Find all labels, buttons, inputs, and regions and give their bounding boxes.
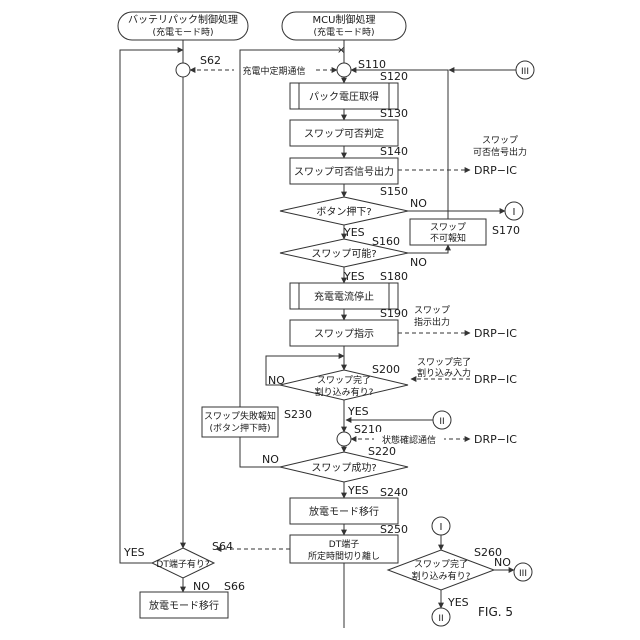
battery-process-header: バッテリパック制御処理 (充電モード時)	[118, 12, 248, 40]
s200-text-2: 割り込み有り?	[315, 386, 374, 398]
s240-label: S240	[380, 486, 408, 499]
figure-label: FIG. 5	[478, 605, 513, 619]
s130-label: S130	[380, 107, 408, 120]
charge-comm-text: 充電中定期通信	[242, 65, 305, 77]
s220-no-label: NO	[262, 453, 279, 466]
swap-complete-input-2: 割り込み入力	[417, 367, 471, 379]
s200-label: S200	[372, 363, 400, 376]
connector-ii-left-text: II	[439, 417, 444, 427]
s66-text: 放電モード移行	[149, 599, 219, 612]
drp-ic-2: DRP−IC	[474, 327, 517, 340]
s160-no-line	[408, 245, 448, 253]
s64-decision-text: DT端子有り?	[156, 558, 209, 570]
s120-text: パック電圧取得	[309, 91, 379, 103]
s210-junction	[337, 432, 351, 446]
s240-text: 放電モード移行	[309, 505, 379, 518]
s250-text-1: DT端子	[329, 538, 359, 550]
s250-text-2: 所定時間切り離し	[308, 550, 380, 562]
swap-instruction-text-1: スワップ	[414, 305, 450, 316]
connector-ii-bottom-text: II	[438, 614, 443, 624]
s64-label: S64	[212, 540, 233, 553]
s62-junction	[176, 63, 190, 77]
s62-label: S62	[200, 54, 221, 67]
s150-label: S150	[380, 185, 408, 198]
s190-text: スワップ指示	[314, 327, 374, 340]
s110-junction	[337, 63, 351, 77]
s64-yes-label: YES	[123, 546, 145, 559]
s230-label: S230	[284, 408, 312, 421]
battery-loop-line	[120, 50, 183, 563]
swap-signal-text-2: 可否信号出力	[473, 146, 527, 158]
s160-text: スワップ可能?	[311, 247, 376, 260]
drp-ic-1: DRP−IC	[474, 164, 517, 177]
s150-yes-label: YES	[343, 226, 365, 239]
s120-label: S120	[380, 70, 408, 83]
mcu-process-header: MCU制御処理 (充電モード時)	[282, 12, 406, 40]
mcu-process-title: MCU制御処理	[313, 13, 376, 26]
connector-iii-bottom-text: III	[519, 569, 527, 579]
s150-no-label: NO	[410, 197, 427, 210]
s230-text-2: (ボタン押下時)	[209, 422, 270, 434]
drp-ic-4: DRP−IC	[474, 433, 517, 446]
connector-i-bottom-text: I	[440, 522, 443, 533]
s190-label: S190	[380, 307, 408, 320]
s140-label: S140	[380, 145, 408, 158]
battery-process-title: バッテリパック制御処理	[128, 13, 238, 26]
s260-text-2: 割り込み有り?	[412, 570, 471, 582]
s200-no-label: NO	[268, 374, 285, 387]
s250-label: S250	[380, 523, 408, 536]
swap-signal-text-1: スワップ	[482, 135, 518, 146]
s170-text-1: スワップ	[430, 222, 466, 233]
s200-text-1: スワップ完了	[317, 374, 371, 386]
swap-instruction-text-2: 指示出力	[414, 316, 450, 328]
s220-yes-label: YES	[347, 484, 369, 497]
s66-label: S66	[224, 580, 245, 593]
s170-label: S170	[492, 224, 520, 237]
connector-i-top-text: I	[513, 207, 516, 218]
connector-iii-top-text: III	[521, 67, 529, 77]
s220-label: S220	[368, 445, 396, 458]
drp-ic-3: DRP−IC	[474, 373, 517, 386]
s220-text: スワップ成功?	[311, 462, 376, 474]
s260-yes-label: YES	[447, 596, 469, 609]
s180-label: S180	[380, 270, 408, 283]
s260-text-1: スワップ完了	[414, 558, 468, 570]
s130-text: スワップ可否判定	[304, 127, 384, 140]
s150-text: ボタン押下?	[316, 205, 371, 218]
s180-text: 充電電流停止	[314, 290, 374, 303]
battery-process-subtitle: (充電モード時)	[152, 26, 213, 38]
s140-text: スワップ可否信号出力	[294, 165, 394, 178]
s260-no-label: NO	[494, 556, 511, 569]
s160-yes-label: YES	[343, 270, 365, 283]
mcu-process-subtitle: (充電モード時)	[313, 26, 374, 38]
s64-no-label: NO	[193, 580, 210, 593]
s160-no-label: NO	[410, 256, 427, 269]
s230-text-1: スワップ失敗報知	[204, 410, 276, 422]
swap-complete-input-1: スワップ完了	[417, 356, 471, 368]
s200-yes-label: YES	[347, 405, 369, 418]
s170-text-2: 不可報知	[430, 232, 466, 244]
